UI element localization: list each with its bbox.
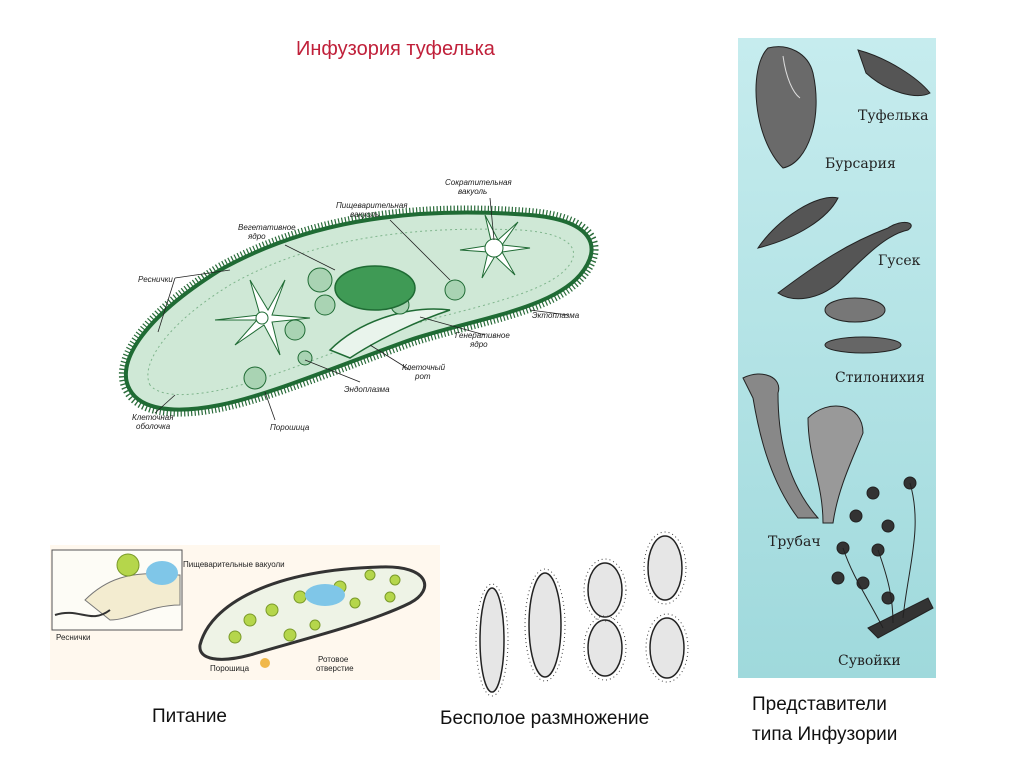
paramecium-daughter-bottom	[649, 617, 685, 679]
label-gusek: Гусек	[878, 253, 921, 269]
paramecium-stage-3-bottom	[587, 619, 623, 677]
stylonychia-organism-2	[824, 336, 902, 354]
label-cell-mouth-2: рот	[414, 372, 431, 381]
paramecium-daughter-top	[647, 535, 683, 601]
paramecium-stage-3-top	[587, 562, 623, 618]
bursaria-organism	[755, 46, 817, 169]
nutrition-illustration: Реснички Пищеварительные вакуоли Порошиц…	[50, 545, 440, 680]
contractile-vacuole-right	[459, 214, 531, 279]
reproduction-illustration	[475, 531, 689, 697]
vegetative-nucleus	[334, 265, 416, 311]
label-generative-nucleus-1: Генеративное	[455, 331, 510, 340]
gusek-organism-2	[777, 221, 912, 300]
caption-reproduction: Бесполое размножение	[440, 708, 650, 729]
label-shoe: Туфелька	[858, 108, 928, 124]
label-stylonychia: Стилонихия	[835, 370, 925, 386]
label-cilia: Реснички	[138, 275, 173, 284]
label-endoplasm: Эндоплазма	[344, 385, 390, 394]
trumpet-organism-2	[807, 405, 864, 524]
label-generative-nucleus-2: ядро	[469, 340, 488, 349]
label-suvoyki: Сувойки	[838, 653, 901, 669]
nutrition-label-mouth-1: Ротовое	[318, 655, 349, 664]
label-cell-membrane-2: оболочка	[136, 422, 171, 431]
label-cell-membrane-1: Клеточная	[132, 413, 174, 422]
nutrition-label-anal-pore: Порошица	[210, 664, 250, 673]
label-contractile-vacuole-2: вакуоль	[458, 187, 487, 196]
nutrition-food-vacuoles	[228, 569, 401, 644]
trumpet-organism-1	[742, 373, 820, 519]
nutrition-label-mouth-2: отверстие	[316, 664, 354, 673]
caption-nutrition: Питание	[152, 706, 227, 727]
representatives-panel: Туфелька Бурсария Гусек Стилонихия Труба…	[738, 38, 936, 678]
paramecium-diagram: Сократительная вакуоль Пищеварительная в…	[119, 178, 599, 432]
label-digestive-vacuole-1: Пищеварительная	[336, 201, 408, 210]
label-ectoplasm: Эктоплазма	[532, 311, 580, 320]
paramecium-stage-1	[479, 587, 505, 693]
label-digestive-vacuole-2: вакуоль	[350, 210, 379, 219]
label-vegetative-nucleus-2: ядро	[247, 232, 266, 241]
paramecium-stage-2	[528, 572, 562, 678]
cell-body	[124, 210, 594, 412]
suvoyki-colony	[831, 476, 934, 639]
label-cell-mouth-1: Клеточный	[402, 363, 446, 372]
page-title: Инфузория туфелька	[296, 38, 495, 60]
label-trumpet: Трубач	[768, 534, 821, 550]
shoe-organism	[857, 49, 931, 97]
nutrition-cell-body	[198, 565, 427, 661]
caption-representatives-line1: Представители	[752, 694, 887, 715]
gusek-organism-1	[756, 196, 839, 249]
caption-representatives: Представители типа Инфузории	[752, 690, 897, 750]
contractile-vacuole-left	[214, 279, 311, 356]
nutrition-label-cilia: Реснички	[56, 633, 90, 642]
caption-representatives-line2: типа Инфузории	[752, 724, 898, 745]
nutrition-label-digestive-vacuoles: Пищеварительные вакуоли	[183, 560, 285, 569]
label-anal-pore: Порошица	[270, 423, 310, 432]
label-vegetative-nucleus-1: Вегетативное	[238, 223, 296, 232]
cell-mouth-groove	[328, 308, 451, 359]
label-contractile-vacuole-1: Сократительная	[445, 178, 512, 187]
label-bursaria: Бурсария	[825, 156, 896, 172]
stylonychia-organism-1	[824, 297, 886, 323]
